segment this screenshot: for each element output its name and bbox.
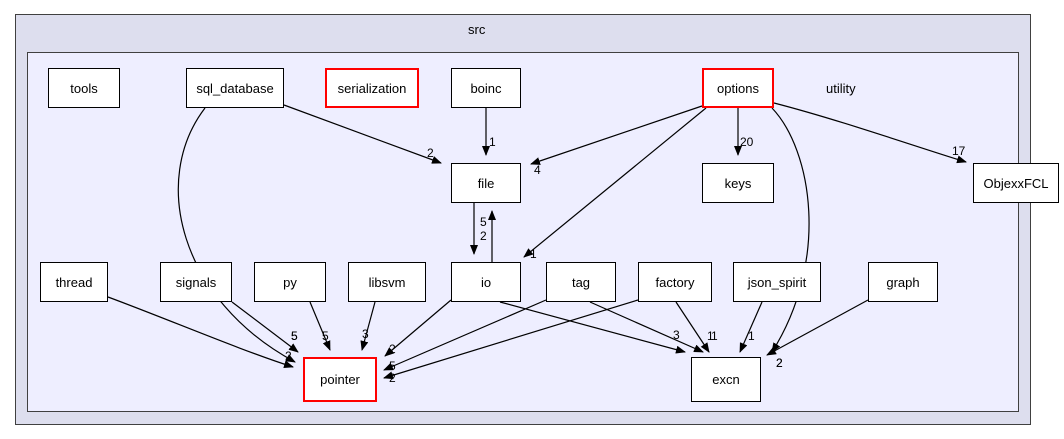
edge-io-excn [499, 301, 686, 354]
edge-options-excn [771, 107, 810, 353]
edge-label-py-pointer: 5 [322, 329, 329, 343]
edge-label-libsvm-pointer: 3 [362, 327, 369, 341]
edge-label-factory-pointer: 2 [389, 371, 396, 385]
edge-sql_database-pointer [177, 107, 296, 363]
edge-sql_database-file [283, 104, 442, 164]
edge-json_spirit-excn [739, 301, 763, 353]
edge-label-tag-pointer: 5 [389, 359, 396, 373]
edge-label-io-excn: 3 [673, 328, 680, 342]
edge-options-io [523, 107, 707, 258]
edge-options-file [530, 105, 703, 165]
edge-label-boinc-file: 1 [489, 135, 496, 149]
node-tools[interactable]: tools [48, 68, 120, 108]
node-keys[interactable]: keys [702, 163, 774, 203]
node-graph[interactable]: graph [868, 262, 938, 302]
edge-tag-excn [589, 301, 704, 353]
node-factory[interactable]: factory [638, 262, 712, 302]
edge-label-options-file: 4 [534, 163, 541, 177]
node-boinc[interactable]: boinc [451, 68, 521, 108]
edge-thread-pointer [107, 296, 294, 369]
edge-io-pointer [384, 299, 452, 357]
node-libsvm[interactable]: libsvm [348, 262, 426, 302]
edge-label-options-ObjexxFCL: 17 [952, 144, 966, 158]
edge-label-sql_database-pointer: 5 [291, 329, 298, 343]
cluster-utility-label: utility [826, 81, 856, 96]
edge-label-options-io: 1 [530, 247, 537, 261]
node-ObjexxFCL[interactable]: ObjexxFCL [973, 163, 1059, 203]
node-options[interactable]: options [702, 68, 774, 108]
edge-label-graph-excn: 2 [776, 356, 783, 370]
node-thread[interactable]: thread [40, 262, 108, 302]
edge-label-thread-pointer: 2 [285, 349, 292, 363]
edge-signals-pointer [231, 301, 299, 353]
node-serialization[interactable]: serialization [325, 68, 419, 108]
node-pointer[interactable]: pointer [303, 357, 377, 402]
node-py[interactable]: py [254, 262, 326, 302]
edge-options-ObjexxFCL [773, 102, 967, 164]
cluster-src-label: src [468, 22, 486, 37]
edge-label-options-keys: 20 [740, 135, 754, 149]
node-file[interactable]: file [451, 163, 521, 203]
edge-py-pointer [309, 301, 331, 351]
edge-factory-pointer [383, 299, 639, 380]
edge-label-tag-excn: 1 [707, 329, 714, 343]
edge-libsvm-pointer [360, 301, 376, 351]
edge-label-io-file: 2 [480, 229, 487, 243]
node-sql_database[interactable]: sql_database [186, 68, 284, 108]
edge-label-sql_database-file: 2 [427, 146, 434, 160]
edge-label-io-pointer: 2 [389, 342, 396, 356]
node-tag[interactable]: tag [546, 262, 616, 302]
edge-label-options-excn: 2 [776, 356, 783, 370]
node-json_spirit[interactable]: json_spirit [733, 262, 821, 302]
edge-graph-excn [766, 299, 869, 356]
cluster-utility [27, 52, 1019, 412]
node-signals[interactable]: signals [160, 262, 232, 302]
edge-label-signals-pointer: 5 [291, 329, 298, 343]
node-io[interactable]: io [451, 262, 521, 302]
edge-label-file-io: 5 [480, 215, 487, 229]
edge-tag-pointer [383, 299, 547, 371]
node-excn[interactable]: excn [691, 357, 761, 402]
edge-factory-excn [675, 301, 710, 353]
edge-label-json_spirit-excn: 1 [748, 329, 755, 343]
edge-label-factory-excn: 1 [711, 329, 718, 343]
